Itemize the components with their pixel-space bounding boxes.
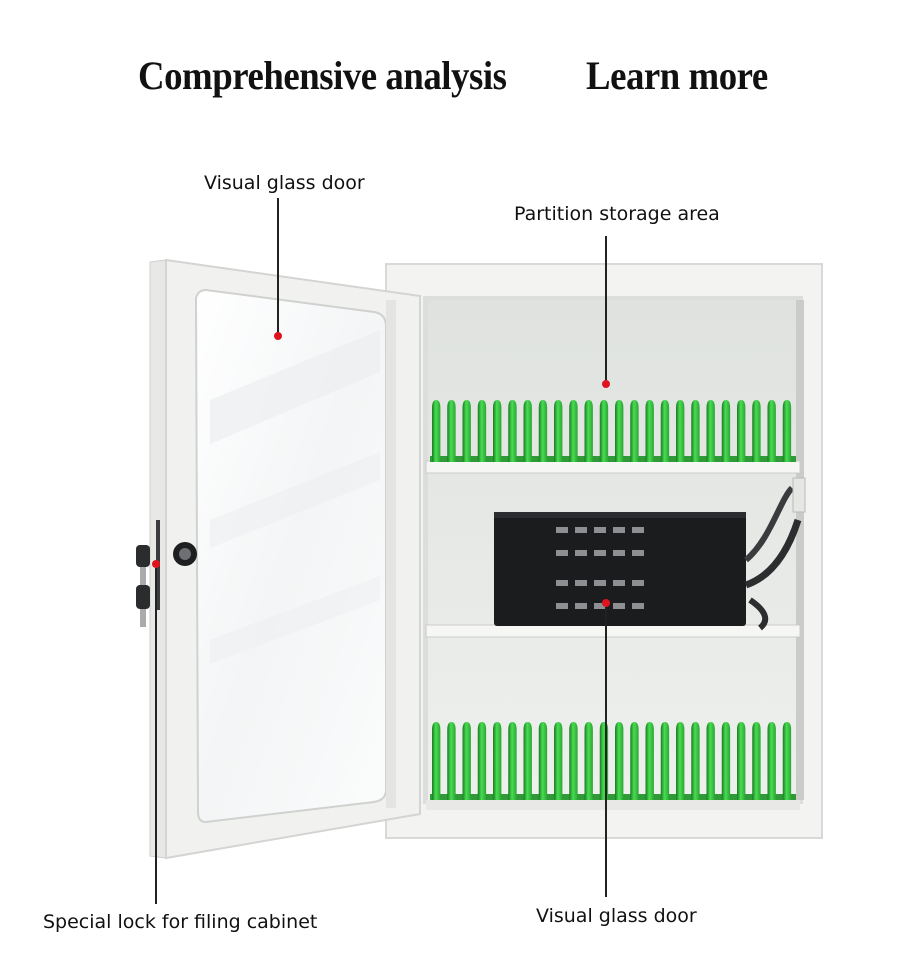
green-divider xyxy=(508,722,517,800)
green-divider xyxy=(706,400,715,462)
green-divider xyxy=(752,400,761,462)
green-divider xyxy=(447,400,456,462)
green-divider xyxy=(630,400,639,462)
green-divider xyxy=(493,722,502,800)
usb-port xyxy=(575,603,587,609)
usb-port xyxy=(575,527,587,533)
glass-door[interactable] xyxy=(149,258,421,860)
usb-port xyxy=(613,550,625,556)
callout-marker-dot xyxy=(274,332,282,340)
upper-divider-rack xyxy=(430,400,796,462)
key-icon xyxy=(136,545,150,627)
usb-port xyxy=(575,580,587,586)
green-divider xyxy=(584,722,593,800)
usb-port xyxy=(613,580,625,586)
usb-ports xyxy=(556,527,644,609)
green-divider xyxy=(660,400,670,462)
usb-port xyxy=(632,603,644,609)
green-divider xyxy=(523,722,532,800)
green-divider xyxy=(721,400,731,462)
usb-port xyxy=(613,603,625,609)
green-divider xyxy=(432,400,441,462)
green-divider xyxy=(432,722,441,800)
green-divider xyxy=(599,400,609,462)
callout-leader-line xyxy=(277,198,279,336)
usb-port xyxy=(613,527,625,533)
green-divider xyxy=(477,722,487,800)
green-divider xyxy=(508,400,517,462)
green-divider xyxy=(584,400,593,462)
usb-port xyxy=(632,527,644,533)
usb-port xyxy=(556,550,568,556)
green-divider xyxy=(569,722,578,800)
green-divider xyxy=(538,400,548,462)
usb-port xyxy=(556,527,568,533)
usb-port xyxy=(594,603,606,609)
green-divider xyxy=(615,400,624,462)
green-divider xyxy=(721,722,731,800)
green-divider xyxy=(676,722,685,800)
headline-learn-more[interactable]: Learn more xyxy=(586,53,768,98)
green-divider xyxy=(737,400,746,462)
charging-hub xyxy=(494,477,806,631)
divider-base xyxy=(430,456,796,462)
usb-port xyxy=(632,550,644,556)
callout-leader-line xyxy=(605,236,607,384)
green-divider xyxy=(706,722,715,800)
green-divider xyxy=(523,400,532,462)
green-divider xyxy=(752,722,761,800)
green-divider xyxy=(691,400,700,462)
green-divider xyxy=(493,400,502,462)
usb-port xyxy=(594,580,606,586)
usb-port xyxy=(556,580,568,586)
callout-visual-glass-door-top: Visual glass door xyxy=(204,172,365,194)
green-divider xyxy=(782,722,792,800)
callout-partition-storage: Partition storage area xyxy=(514,203,720,225)
green-divider xyxy=(767,400,776,462)
green-divider xyxy=(554,400,563,462)
green-divider xyxy=(782,400,792,462)
callout-special-lock: Special lock for filing cabinet xyxy=(43,911,318,933)
callout-marker-dot xyxy=(602,380,610,388)
callout-leader-line xyxy=(605,607,607,897)
headline-comprehensive-analysis[interactable]: Comprehensive analysis xyxy=(138,53,507,98)
green-divider xyxy=(554,722,563,800)
green-divider xyxy=(462,400,471,462)
callout-visual-glass-door-bottom: Visual glass door xyxy=(536,905,697,927)
usb-port xyxy=(594,550,606,556)
green-divider xyxy=(691,722,700,800)
green-divider xyxy=(447,722,456,800)
green-divider xyxy=(645,722,654,800)
green-divider xyxy=(660,722,670,800)
green-divider xyxy=(462,722,471,800)
usb-port xyxy=(594,527,606,533)
green-divider xyxy=(477,400,487,462)
usb-port xyxy=(556,603,568,609)
green-divider xyxy=(676,400,685,462)
green-divider xyxy=(737,722,746,800)
green-divider xyxy=(767,722,776,800)
usb-port xyxy=(575,550,587,556)
green-divider xyxy=(645,400,654,462)
green-divider xyxy=(615,722,624,800)
divider-base xyxy=(430,794,796,800)
callout-leader-line xyxy=(155,568,157,904)
green-divider xyxy=(538,722,548,800)
green-divider xyxy=(630,722,639,800)
callout-marker-dot xyxy=(602,599,610,607)
callout-marker-dot xyxy=(152,560,160,568)
usb-port xyxy=(632,580,644,586)
green-divider xyxy=(569,400,578,462)
